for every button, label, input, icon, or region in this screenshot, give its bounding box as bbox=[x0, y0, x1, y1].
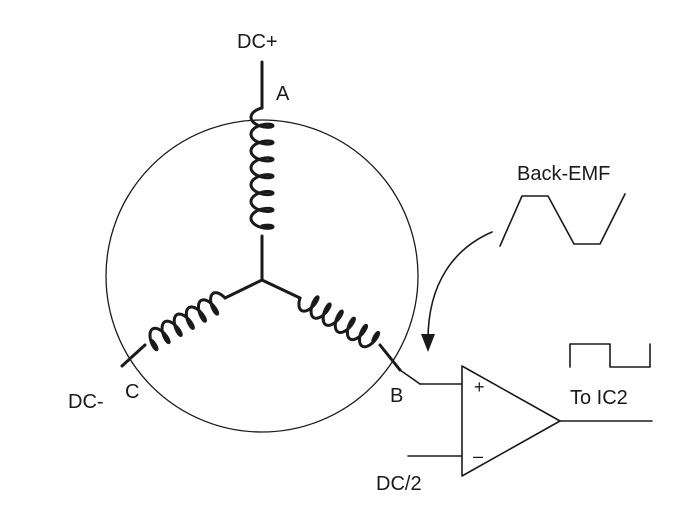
coil-a bbox=[249, 106, 275, 230]
phase-b-winding bbox=[260, 278, 421, 385]
square-wave-output bbox=[569, 343, 651, 368]
dc-minus-label: DC- bbox=[68, 391, 104, 413]
motor-stator-circle bbox=[105, 119, 419, 433]
arrow-head-icon bbox=[421, 334, 435, 352]
back-emf-arrow bbox=[427, 231, 493, 341]
comparator-triangle bbox=[461, 365, 561, 477]
phase-a-label: A bbox=[276, 83, 290, 105]
dc-plus-label: DC+ bbox=[237, 31, 278, 53]
to-ic2-label: To IC2 bbox=[570, 387, 628, 409]
phase-b-label: B bbox=[390, 385, 403, 407]
minus-input-sign: – bbox=[473, 446, 483, 466]
coil-c bbox=[148, 291, 227, 352]
plus-input-sign: + bbox=[474, 377, 485, 397]
phase-c-winding bbox=[120, 278, 264, 368]
coil-b bbox=[297, 295, 381, 349]
phase-c-label: C bbox=[125, 381, 139, 403]
dc-half-label: DC/2 bbox=[376, 473, 422, 495]
phase-a-winding bbox=[249, 60, 275, 282]
back-emf-label: Back-EMF bbox=[517, 163, 610, 185]
back-emf-waveform bbox=[499, 193, 626, 247]
